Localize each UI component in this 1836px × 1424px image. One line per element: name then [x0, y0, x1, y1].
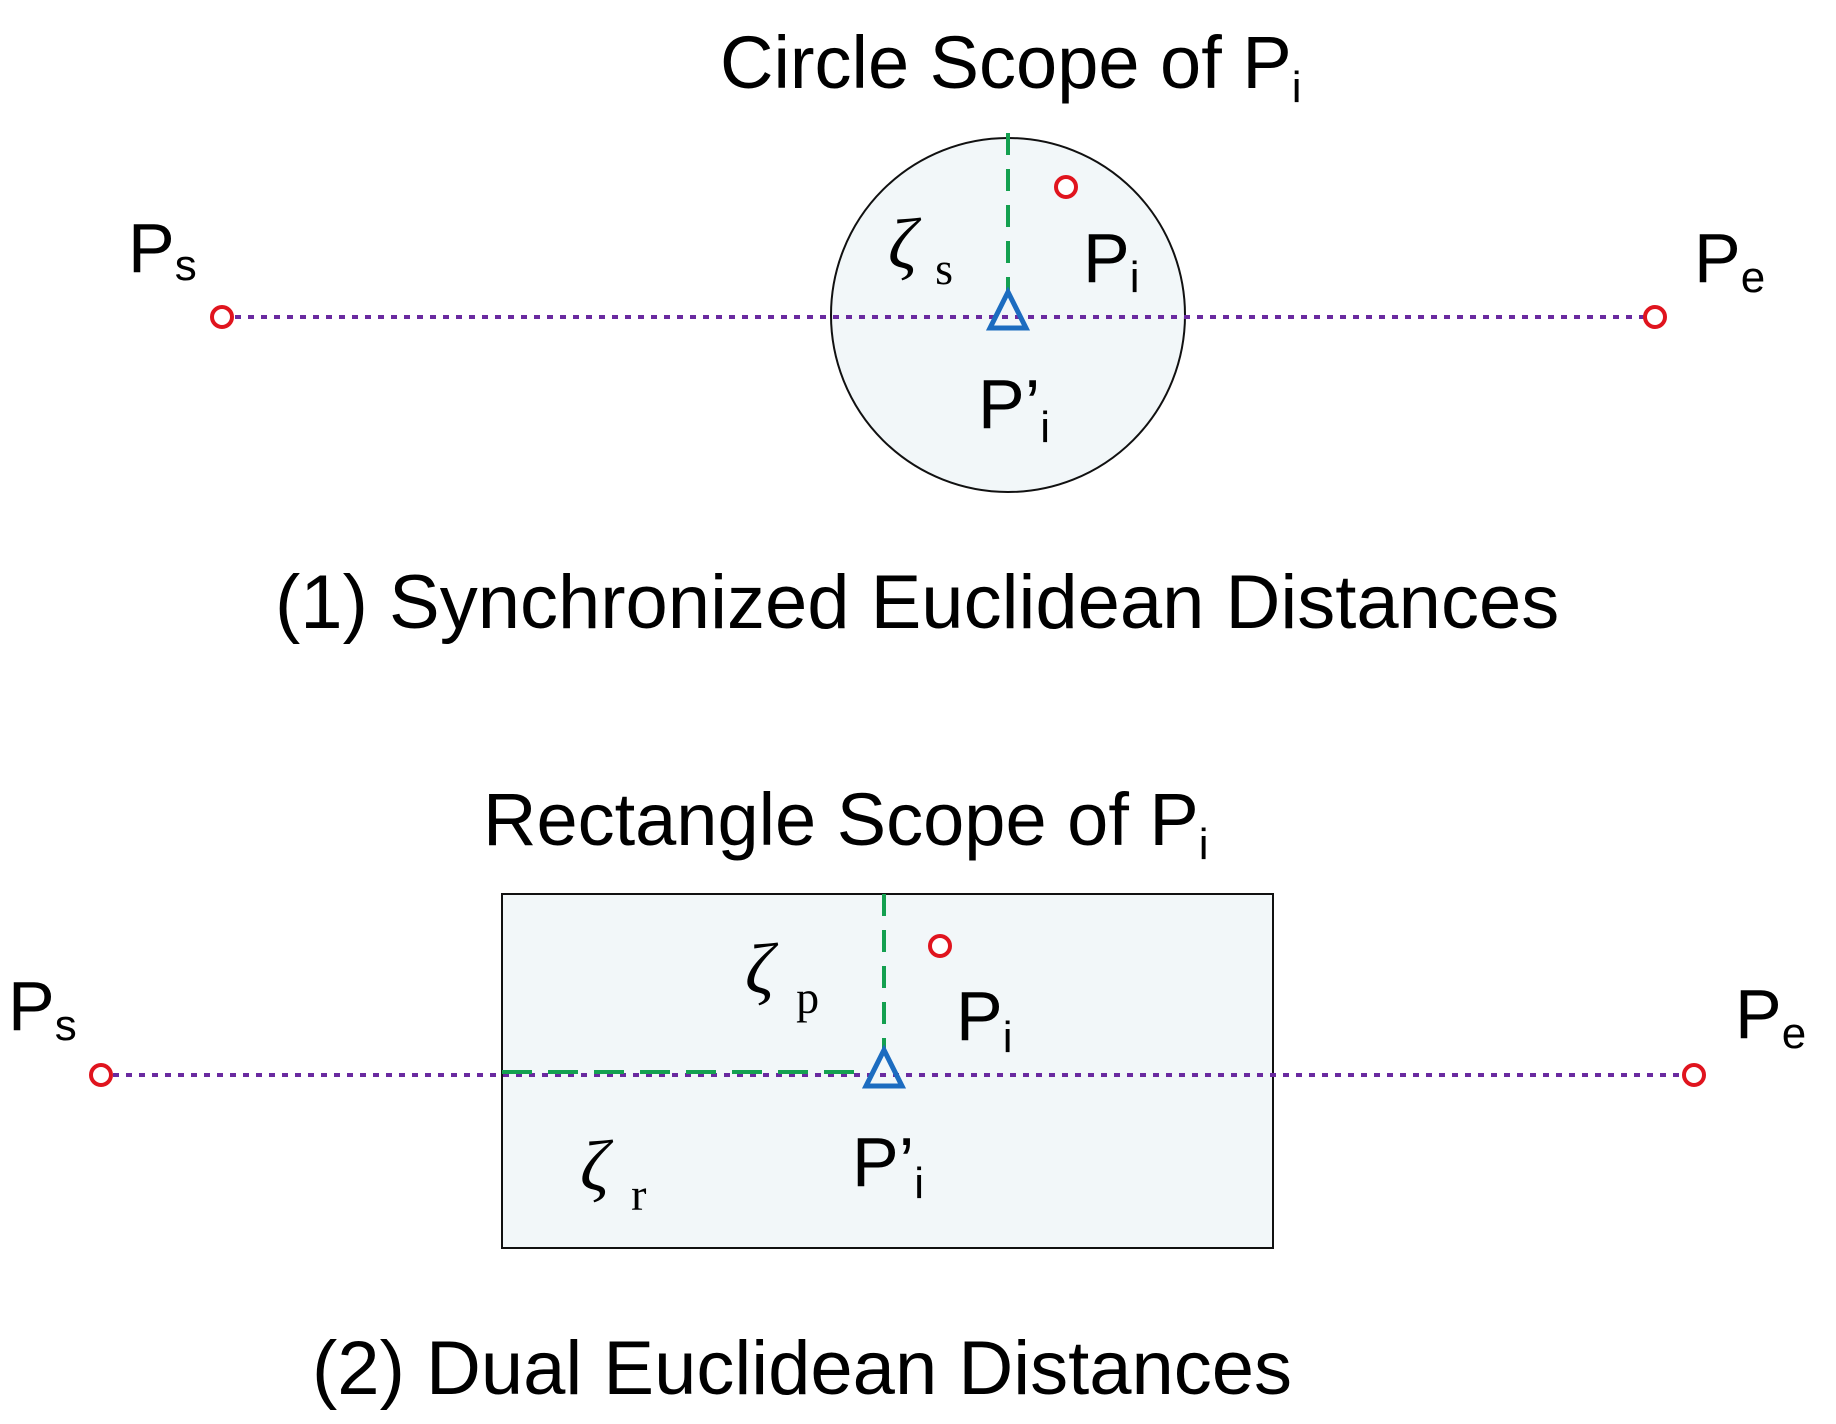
panel2-title: Rectangle Scope of Pi	[483, 778, 1209, 869]
piprime-label: P’i	[852, 1123, 924, 1208]
pe-point-marker	[1682, 1063, 1706, 1087]
pi-point-marker	[1054, 175, 1078, 199]
panel2-caption: (2) Dual Euclidean Distances	[312, 1326, 1292, 1411]
ps-label: Ps	[128, 209, 197, 290]
rectangle-scope	[501, 893, 1274, 1249]
pi-label: Pi	[1083, 219, 1139, 302]
panel1-title: Circle Scope of Pi	[720, 21, 1301, 112]
pe-label: Pe	[1735, 975, 1806, 1058]
pe-point-marker	[1643, 305, 1667, 329]
pe-label: Pe	[1694, 219, 1765, 302]
piprime-label: P’i	[978, 365, 1050, 452]
ps-point-marker	[89, 1063, 113, 1087]
ps-point-marker	[210, 305, 234, 329]
pi-label: Pi	[956, 977, 1012, 1062]
piprime-triangle-marker	[861, 1044, 907, 1089]
piprime-triangle-marker	[985, 286, 1031, 331]
ps-label: Ps	[8, 967, 77, 1050]
pi-point-marker	[928, 934, 952, 958]
panel1-caption: (1) Synchronized Euclidean Distances	[275, 560, 1559, 645]
